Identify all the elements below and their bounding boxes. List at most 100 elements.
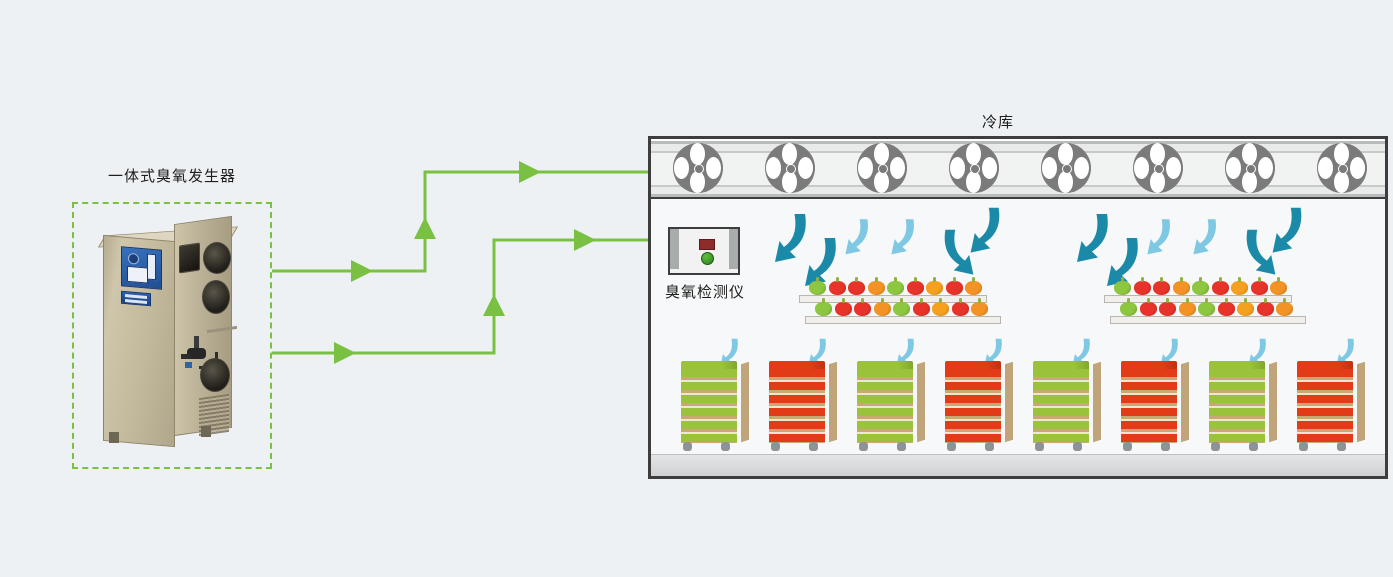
pallet-crate-stack bbox=[1209, 369, 1265, 443]
produce-item bbox=[1192, 277, 1209, 295]
cold-room-floor bbox=[651, 454, 1385, 476]
pallet-crate-stack bbox=[945, 369, 1001, 443]
arrow-right-mid bbox=[351, 260, 373, 282]
flow-arrow-left-1 bbox=[775, 214, 806, 262]
pallet-side bbox=[917, 361, 925, 443]
arrow-up-upper bbox=[414, 217, 436, 239]
pallet-wheel bbox=[721, 442, 730, 451]
flow-arrow-right-3 bbox=[1147, 219, 1170, 255]
arrow-up-lower bbox=[483, 294, 505, 316]
produce-item bbox=[867, 277, 885, 295]
flow-arrow-right-4 bbox=[1193, 219, 1216, 255]
pallet-crate-stack bbox=[1121, 369, 1177, 443]
pallet-5 bbox=[1033, 361, 1101, 451]
produce-item bbox=[1270, 277, 1287, 295]
flow-arrow-right-5 bbox=[1246, 229, 1276, 275]
evaporator-fan bbox=[1225, 143, 1275, 193]
pallet-wheel bbox=[1299, 442, 1308, 451]
pallet-wheel bbox=[1123, 442, 1132, 451]
produce-item bbox=[1120, 298, 1137, 316]
produce-item bbox=[971, 298, 988, 316]
produce-item bbox=[951, 298, 969, 316]
pallet-side bbox=[1181, 361, 1189, 443]
produce-item bbox=[932, 298, 949, 316]
produce-item bbox=[1237, 298, 1254, 316]
cabinet-foot-left bbox=[109, 432, 119, 443]
flow-arrow-pallet-6 bbox=[1160, 338, 1178, 366]
shelf-board bbox=[805, 316, 1001, 324]
evaporator-fan bbox=[1133, 143, 1183, 193]
detector-label: 臭氧检测仪 bbox=[664, 284, 745, 301]
arrow-right-upper-top bbox=[519, 161, 541, 183]
vent-fan-mid-icon bbox=[202, 280, 230, 314]
produce-item bbox=[1231, 277, 1248, 295]
shelf-group-right bbox=[1104, 277, 1306, 333]
produce-item bbox=[893, 298, 910, 316]
pallet-wheel bbox=[809, 442, 818, 451]
flow-arrow-right-6 bbox=[1272, 207, 1302, 253]
flow-arrow-left-4 bbox=[891, 219, 914, 255]
produce-item bbox=[926, 277, 943, 295]
pallet-crate-stack bbox=[1033, 369, 1089, 443]
produce-item bbox=[1250, 277, 1268, 295]
flow-arrow-left-3 bbox=[845, 219, 868, 255]
evaporator-fan bbox=[857, 143, 907, 193]
produce-item bbox=[834, 298, 852, 316]
pallet-4 bbox=[945, 361, 1013, 451]
pallet-side bbox=[1093, 361, 1101, 443]
pallet-side bbox=[741, 361, 749, 443]
produce-item bbox=[1159, 298, 1176, 316]
produce-item bbox=[815, 298, 832, 316]
produce-item bbox=[1256, 298, 1274, 316]
pallet-wheel bbox=[985, 442, 994, 451]
ozone-detector-device[interactable] bbox=[668, 227, 740, 275]
shelf-board bbox=[799, 295, 987, 303]
arrow-right-lower-left bbox=[334, 342, 356, 364]
flow-arrow-pallet-2 bbox=[808, 338, 826, 366]
flow-arrow-left-5 bbox=[944, 229, 974, 275]
produce-item bbox=[965, 277, 982, 295]
pallet-wheel bbox=[1073, 442, 1082, 451]
produce-item bbox=[1211, 277, 1229, 295]
shelf-group-left bbox=[799, 277, 1001, 333]
produce-item bbox=[854, 298, 871, 316]
cold-room-label: 冷库 bbox=[981, 114, 1014, 131]
flow-arrow-pallet-1 bbox=[720, 338, 738, 366]
pallet-crate-stack bbox=[1297, 369, 1353, 443]
pallet-wheel bbox=[771, 442, 780, 451]
flow-arrow-left-6 bbox=[970, 207, 1000, 253]
flow-arrow-pallet-8 bbox=[1336, 338, 1354, 366]
produce-item bbox=[945, 277, 963, 295]
produce-item bbox=[906, 277, 924, 295]
detector-right-bracket bbox=[729, 229, 738, 269]
detector-left-bracket bbox=[670, 229, 679, 269]
pallet-wheel bbox=[1035, 442, 1044, 451]
pipe-upper bbox=[272, 170, 648, 273]
detector-power-led-icon bbox=[701, 252, 714, 265]
pallet-side bbox=[829, 361, 837, 443]
detector-display bbox=[699, 239, 715, 250]
produce-item bbox=[873, 298, 891, 316]
produce-item bbox=[848, 277, 865, 295]
cabinet-foot-right bbox=[201, 426, 211, 437]
evaporator-fan bbox=[765, 143, 815, 193]
pallet-wheel bbox=[1337, 442, 1346, 451]
pallet-6 bbox=[1121, 361, 1189, 451]
pallet-wheel bbox=[897, 442, 906, 451]
produce-item bbox=[809, 277, 826, 295]
flow-arrow-right-2 bbox=[1107, 238, 1138, 286]
cold-room: 臭氧检测仪 bbox=[648, 136, 1388, 479]
pallet-side bbox=[1357, 361, 1365, 443]
pallet-wheel bbox=[859, 442, 868, 451]
evaporator-fan bbox=[949, 143, 999, 193]
flow-arrow-right-1 bbox=[1077, 214, 1108, 262]
flow-arrow-pallet-3 bbox=[896, 338, 914, 366]
pallet-crate-stack bbox=[769, 369, 825, 443]
flow-arrow-pallet-7 bbox=[1248, 338, 1266, 366]
pallet-2 bbox=[769, 361, 837, 451]
pallet-crate-stack bbox=[857, 369, 913, 443]
produce-item bbox=[1178, 298, 1196, 316]
ozone-generator-image bbox=[95, 215, 245, 453]
